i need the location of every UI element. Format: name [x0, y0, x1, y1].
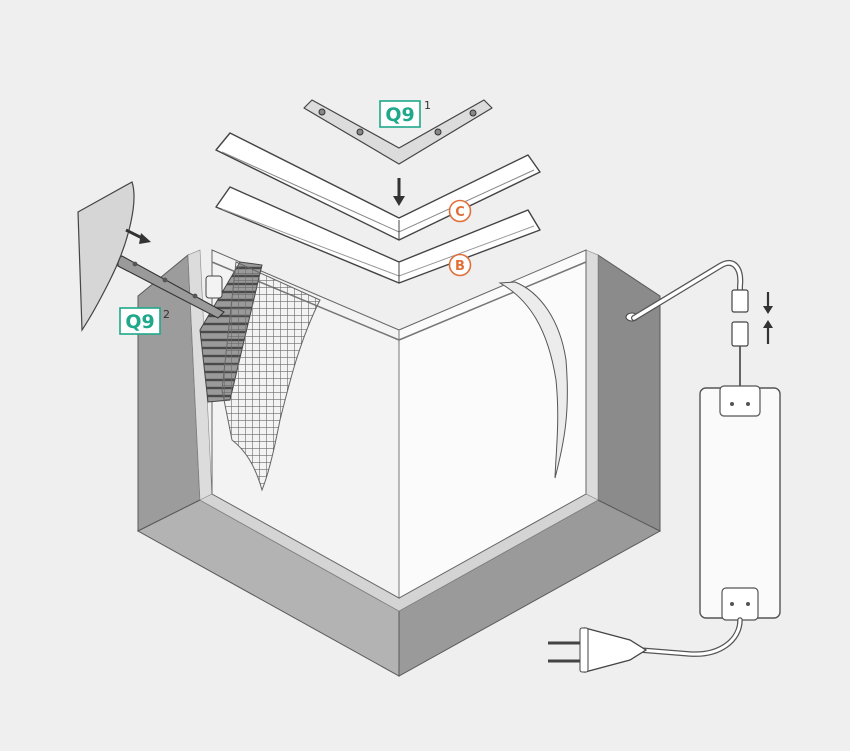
label-q9-2-code: Q9: [125, 311, 154, 333]
connector-plug-bottom: [731, 321, 749, 347]
led-heatsink-with-mesh: [199, 261, 321, 492]
badge-c: C: [448, 199, 472, 223]
led-driver-icon: [699, 385, 781, 621]
peeled-plaster: [498, 281, 568, 479]
end-cap: [77, 181, 135, 332]
reinforcing-mesh: [221, 261, 321, 492]
profile-b: [215, 186, 541, 284]
arrow-right-icon: [125, 228, 151, 244]
q9-straight-connector: [117, 255, 225, 319]
label-q9-1: Q9 1: [379, 99, 431, 128]
label-q9-2-index: 2: [163, 308, 170, 321]
compress-arrows-icon: [763, 292, 773, 344]
mains-cable: [637, 617, 743, 657]
badge-b-text: B: [455, 259, 465, 274]
label-q9-1-code: Q9: [385, 104, 414, 126]
label-q9-2: Q9 2: [119, 307, 170, 335]
label-q9-1-index: 1: [424, 99, 431, 112]
q9-corner-connector: [303, 99, 493, 165]
profile-c: [215, 132, 541, 241]
badge-c-text: C: [455, 205, 465, 220]
connector-plug-top: [731, 289, 749, 313]
wall-right-outer: [597, 254, 661, 532]
badge-b: B: [448, 253, 472, 277]
connector-icon: [205, 275, 223, 299]
power-plug-icon: [548, 627, 648, 673]
arrow-down-icon: [393, 178, 405, 206]
plaster-edge-right: [585, 249, 599, 501]
